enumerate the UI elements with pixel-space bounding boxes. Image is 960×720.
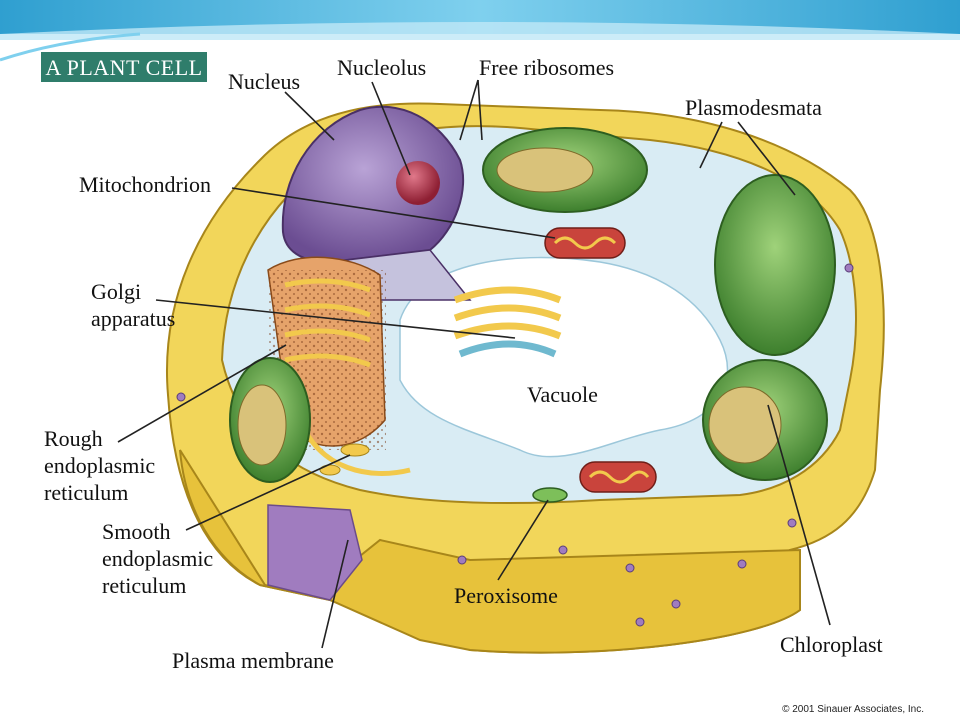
label-nucleus: Nucleus — [228, 69, 300, 94]
label-vacuole: Vacuole — [527, 382, 598, 407]
title-box: A PLANT CELL — [41, 52, 207, 82]
nucleus-shape — [281, 105, 472, 301]
label-golgi-line1: Golgi — [91, 279, 141, 304]
label-rough-er-line1: Rough — [44, 426, 103, 451]
cell-illustration — [166, 102, 885, 654]
label-golgi-line2: apparatus — [91, 306, 175, 331]
label-peroxisome: Peroxisome — [454, 583, 558, 608]
copyright-notice: © 2001 Sinauer Associates, Inc. — [782, 704, 924, 715]
label-plasma-membrane: Plasma membrane — [172, 648, 334, 673]
label-rough-er-line3: reticulum — [44, 480, 128, 505]
labels: Nucleus Nucleolus Free ribosomes Plasmod… — [44, 55, 924, 715]
label-smooth-er-line1: Smooth — [102, 519, 170, 544]
mitochondrion-shape — [544, 227, 657, 493]
nucleolus-shape — [396, 161, 440, 205]
label-rough-er-line2: endoplasmic — [44, 453, 155, 478]
label-plasmodesmata: Plasmodesmata — [685, 95, 822, 120]
peroxisome-shape — [532, 487, 568, 503]
label-chloroplast: Chloroplast — [780, 632, 883, 657]
label-smooth-er-line3: reticulum — [102, 573, 186, 598]
chloroplast-shape — [229, 127, 836, 483]
label-free-ribosomes: Free ribosomes — [479, 55, 614, 80]
label-nucleolus: Nucleolus — [337, 55, 426, 80]
leader-lines — [117, 79, 831, 649]
slide-top-band — [0, 0, 960, 62]
plasmodesmata-dots — [176, 263, 854, 627]
label-smooth-er-line2: endoplasmic — [102, 546, 213, 571]
cell-wall-front — [179, 449, 801, 654]
label-mitochondrion: Mitochondrion — [79, 172, 211, 197]
diagram-title: A PLANT CELL — [45, 55, 202, 80]
